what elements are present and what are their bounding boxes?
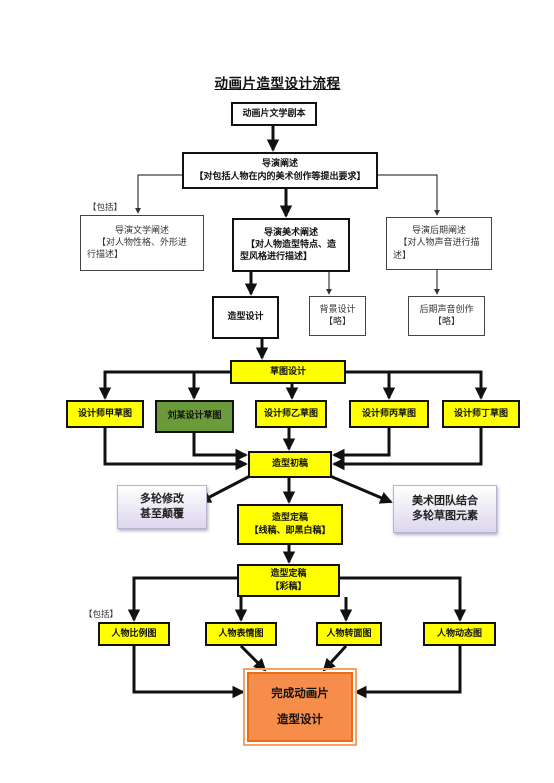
edge-a-draft xyxy=(103,428,248,471)
edge-color-proportion xyxy=(127,576,237,622)
node-designer-a-label: 设计师甲草图 xyxy=(77,408,132,419)
node-expression: 人物表情图 xyxy=(205,622,277,646)
node-complete: 完成动画片 造型设计 xyxy=(243,668,357,746)
node-motion: 人物动态图 xyxy=(423,622,496,646)
node-designer-a: 设计师甲草图 xyxy=(66,400,144,428)
node-motion-label: 人物动态图 xyxy=(436,628,482,639)
node-director-title: 导演阐述 xyxy=(261,159,298,170)
node-script: 动画片文学剧本 xyxy=(231,102,317,126)
node-art: 导演美术阐述 【对人物造型特点、造 型风格进行描述】 xyxy=(232,218,350,272)
node-final-color-sub: 【彩稿】 xyxy=(270,581,307,592)
node-team-line2: 多轮草图元素 xyxy=(412,509,478,522)
node-designer-c: 设计师丙草图 xyxy=(349,400,429,428)
node-sound: 后期声音创作 【略】 xyxy=(408,296,485,336)
edge-color-motion xyxy=(340,576,467,622)
edge-d-draft xyxy=(332,428,483,471)
node-designer-b-label: 设计师乙草图 xyxy=(263,408,318,419)
edge-sketch-a xyxy=(98,370,230,400)
node-final-line-sub: 【线稿、即黑白稿】 xyxy=(249,525,331,536)
node-designer-liu-label: 刘某设计草图 xyxy=(167,411,222,422)
edge-c-draft xyxy=(332,428,391,462)
node-final-color: 造型定稿 【彩稿】 xyxy=(237,564,340,597)
include-note-2: 【包括】 xyxy=(84,610,119,620)
node-final-color-title: 造型定稿 xyxy=(270,569,307,580)
node-script-label: 动画片文学剧本 xyxy=(242,108,306,119)
edge-director-post xyxy=(378,174,440,216)
edge-motion-complete xyxy=(354,646,462,699)
include-note-1: 【包括】 xyxy=(88,203,123,213)
node-art-title: 导演美术阐述 xyxy=(263,227,318,238)
node-sketch-label: 草图设计 xyxy=(269,366,306,377)
node-revise: 多轮修改 甚至颠覆 xyxy=(117,485,207,529)
edge-director-lit xyxy=(135,174,182,214)
edge-proportion-complete xyxy=(132,646,245,699)
node-designer-d: 设计师丁草图 xyxy=(442,400,520,428)
node-director-sub: 【对包括人物在内的美术创作等提出要求】 xyxy=(194,171,366,182)
node-bg-note: 【略】 xyxy=(323,317,351,327)
node-lit: 导演文学阐述 【对人物性格、外形进 行描述】 xyxy=(80,215,204,271)
node-post-line2: 述】 xyxy=(393,250,412,261)
edge-draft-revise xyxy=(198,474,251,504)
edge-expression-complete xyxy=(239,644,267,672)
node-lit-line2: 行描述】 xyxy=(87,250,124,261)
node-designer-liu: 刘某设计草图 xyxy=(155,400,234,433)
node-team-line1: 美术团队结合 xyxy=(412,494,478,508)
node-designer-d-label: 设计师丁草图 xyxy=(453,408,508,419)
node-revise-line1: 多轮修改 xyxy=(140,492,184,506)
node-team: 美术团队结合 多轮草图元素 xyxy=(393,485,497,533)
node-director: 导演阐述 【对包括人物在内的美术创作等提出要求】 xyxy=(182,152,378,189)
edge-sketch-d xyxy=(346,370,488,400)
node-sound-note: 【略】 xyxy=(432,317,460,327)
node-post-line1: 【对人物声音进行描 xyxy=(398,238,480,249)
node-bg-title: 背景设计 xyxy=(319,304,356,315)
node-lit-title: 导演文学阐述 xyxy=(114,225,169,236)
node-complete-line1: 完成动画片 xyxy=(271,686,329,701)
node-revise-line2: 甚至颠覆 xyxy=(140,507,184,520)
node-proportion-label: 人物比例图 xyxy=(111,628,157,639)
node-post: 导演后期阐述 【对人物声音进行描 述】 xyxy=(386,217,492,270)
edge-sketch-c xyxy=(346,370,396,400)
edge-turnaround-complete xyxy=(322,644,348,672)
node-art-line1: 【对人物造型特点、造 xyxy=(245,239,336,250)
node-first-draft: 造型初稿 xyxy=(248,451,332,478)
node-sound-title: 后期声音创作 xyxy=(419,304,474,315)
edge-liu-draft xyxy=(192,433,248,462)
node-designer-c-label: 设计师丙草图 xyxy=(361,408,416,419)
node-art-line2: 型风格进行描述】 xyxy=(240,252,313,263)
node-proportion: 人物比例图 xyxy=(98,622,170,646)
node-bg: 背景设计 【略】 xyxy=(309,296,366,336)
node-complete-line2: 造型设计 xyxy=(277,712,323,726)
node-sketch: 草图设计 xyxy=(230,360,346,384)
node-turnaround: 人物转面图 xyxy=(316,622,382,646)
edge-sketch-liu xyxy=(192,370,230,398)
node-designer-b: 设计师乙草图 xyxy=(255,400,327,428)
node-first-draft-label: 造型初稿 xyxy=(271,459,308,470)
node-turnaround-label: 人物转面图 xyxy=(326,628,372,639)
node-final-line-title: 造型定稿 xyxy=(271,513,308,524)
page-title: 动画片造型设计流程 xyxy=(214,76,341,92)
node-final-line: 造型定稿 【线稿、即黑白稿】 xyxy=(237,504,343,545)
node-expression-label: 人物表情图 xyxy=(218,628,264,639)
edge-draft-team xyxy=(329,474,393,504)
node-post-title: 导演后期阐述 xyxy=(411,226,466,237)
node-lit-line1: 【对人物性格、外形进 xyxy=(96,237,187,248)
node-modeling: 造型设计 xyxy=(212,296,279,339)
node-modeling-label: 造型设计 xyxy=(227,312,264,323)
